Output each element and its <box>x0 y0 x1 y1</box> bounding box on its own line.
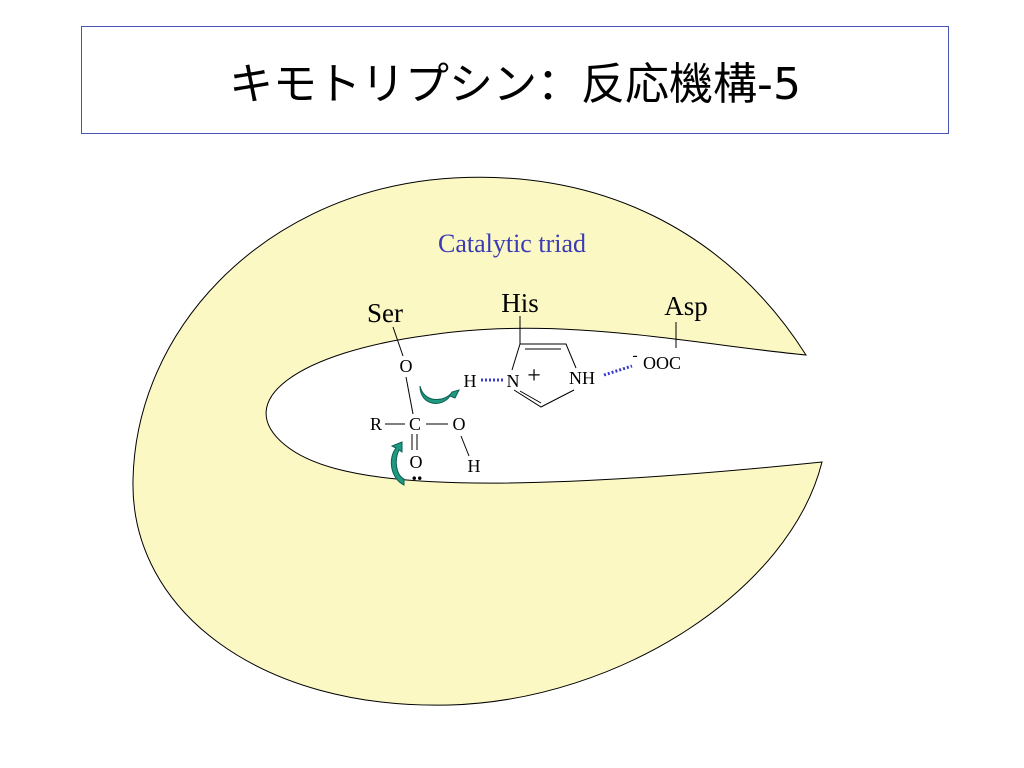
hydroxyl-hydrogen-label: H <box>468 456 481 476</box>
his-nitrogen-label: N <box>507 371 520 391</box>
lone-pair-dots: .. <box>412 460 423 485</box>
carboxylate-charge-label: - <box>632 347 637 364</box>
carbonyl-oxygen-label: O <box>410 452 423 472</box>
carboxylate-label: OOC <box>643 353 681 373</box>
title-box: キモトリプシン：反応機構-5 <box>81 26 949 134</box>
imidazole-inner-bond <box>519 390 542 404</box>
his-nh-label: NH <box>569 368 595 388</box>
positive-charge-label: + <box>527 363 541 389</box>
hydroxyl-oxygen-label: O <box>453 414 466 434</box>
hydrogen-bond-2 <box>603 364 633 377</box>
o-h-bond <box>460 435 470 457</box>
ser-bond <box>392 326 404 357</box>
slide-title: キモトリプシン：反応機構-5 <box>229 59 801 110</box>
imidazole-top <box>511 343 577 371</box>
transferred-hydrogen-label: H <box>464 371 477 391</box>
ser-label: Ser <box>367 298 403 328</box>
ser-oxygen-label: O <box>400 356 413 376</box>
his-label: His <box>501 288 539 318</box>
o-c-bond <box>405 376 414 415</box>
electron-arrow-upper <box>419 385 460 404</box>
electron-arrow-lower <box>390 441 405 486</box>
carbon-label: C <box>409 414 421 434</box>
asp-label: Asp <box>664 291 708 321</box>
enzyme-pocket-shape <box>132 176 823 706</box>
r-group-label: R <box>370 414 382 434</box>
catalytic-triad-label: Catalytic triad <box>438 229 586 258</box>
imidazole-bottom <box>513 389 575 408</box>
